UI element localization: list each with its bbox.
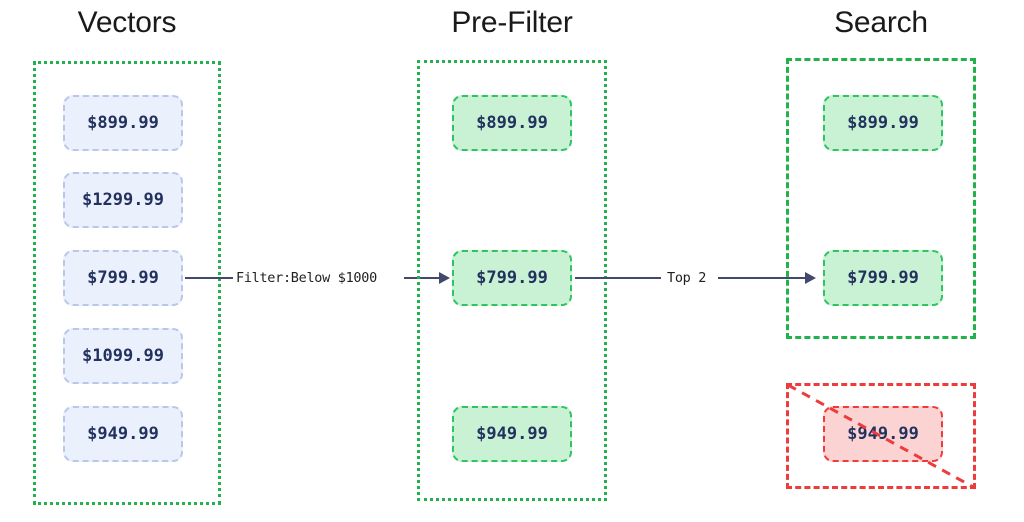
connector-2-label: Top 2 <box>667 270 707 286</box>
prefilter-item-1[interactable]: $799.99 <box>452 250 572 306</box>
vector-item-0[interactable]: $899.99 <box>63 95 183 151</box>
connector-2-line-left <box>575 277 661 279</box>
search-rejected-item-0[interactable]: $949.99 <box>823 406 943 462</box>
column-title-prefilter: Pre-Filter <box>451 6 573 39</box>
connector-1-line-left <box>185 277 233 279</box>
vector-item-4[interactable]: $949.99 <box>63 406 183 462</box>
prefilter-item-0[interactable]: $899.99 <box>452 95 572 151</box>
column-title-search: Search <box>834 6 928 39</box>
connector-1-label: Filter:Below $1000 <box>236 270 377 286</box>
connector-1-arrow-icon <box>439 272 450 284</box>
connector-1-line-right <box>404 277 440 279</box>
connector-2-arrow-icon <box>805 272 816 284</box>
column-title-vectors: Vectors <box>77 6 177 39</box>
prefilter-item-2[interactable]: $949.99 <box>452 406 572 462</box>
vector-item-1[interactable]: $1299.99 <box>63 172 183 228</box>
search-results-container <box>786 58 976 339</box>
connector-2-line-right <box>718 277 806 279</box>
search-result-0[interactable]: $899.99 <box>823 95 943 151</box>
vector-item-2[interactable]: $799.99 <box>63 250 183 306</box>
search-result-1[interactable]: $799.99 <box>823 250 943 306</box>
prefilter-container <box>417 60 607 501</box>
vector-item-3[interactable]: $1099.99 <box>63 328 183 384</box>
vectors-container <box>33 61 221 505</box>
